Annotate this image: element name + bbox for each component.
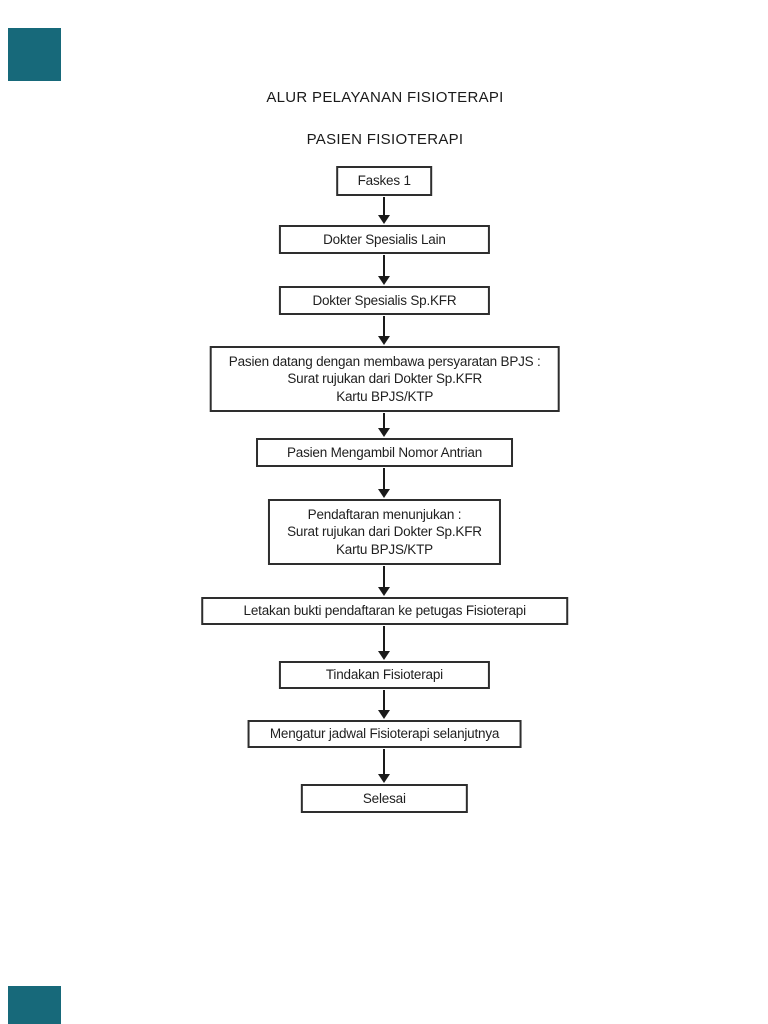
page-corner-marker-bottom-left <box>8 986 61 1024</box>
page-subtitle: PASIEN FISIOTERAPI <box>306 131 464 148</box>
node-dokter-spesialis-lain: Dokter Spesialis Lain <box>278 225 490 254</box>
node-letakan-bukti-pendaftaran: Letakan bukti pendaftaran ke petugas Fis… <box>201 597 569 625</box>
node-pendaftaran-menunjukan: Pendaftaran menunjukan : Surat rujukan d… <box>267 499 501 565</box>
node-ambil-nomor-antrian: Pasien Mengambil Nomor Antrian <box>256 438 514 467</box>
node-selesai: Selesai <box>300 784 468 813</box>
page-title: ALUR PELAYANAN FISIOTERAPI <box>266 89 504 106</box>
node-tindakan-fisioterapi: Tindakan Fisioterapi <box>278 661 490 689</box>
node-mengatur-jadwal: Mengatur jadwal Fisioterapi selanjutnya <box>247 720 522 748</box>
node-dokter-spesialis-spkfr: Dokter Spesialis Sp.KFR <box>278 286 490 315</box>
node-faskes-1: Faskes 1 <box>336 166 433 196</box>
page-corner-marker-top-left <box>8 28 61 81</box>
node-persyaratan-bpjs: Pasien datang dengan membawa persyaratan… <box>209 346 560 412</box>
